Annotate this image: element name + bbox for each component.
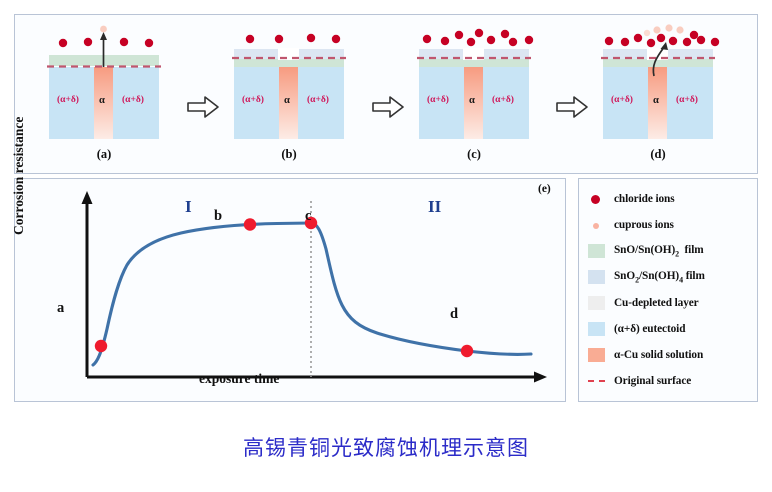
legend-item-sno-film: SnO/Sn(OH)2 film xyxy=(579,238,757,264)
stage-b: (α+δ) α (α+δ) (b) xyxy=(216,21,362,169)
stage-a-diagram: (α+δ) α (α+δ) xyxy=(31,21,177,147)
legend-item-cu-depleted-layer: Cu-depleted layer xyxy=(579,290,757,316)
stage-a-left-phase: (α+δ) xyxy=(57,95,79,105)
cuprous-ion-icon xyxy=(588,218,605,232)
stage-c-right-phase: (α+δ) xyxy=(492,95,514,105)
chart-svg xyxy=(81,191,547,383)
legend-item-chloride-ions: chloride ions xyxy=(579,186,757,212)
stage-c: (α+δ) α (α+δ) (c) xyxy=(401,21,547,169)
legend-label-original-surface: Original surface xyxy=(614,375,692,387)
stages-panel: (α+δ) α (α+δ) (a) xyxy=(14,14,758,174)
legend-label-cu-depleted-layer: Cu-depleted layer xyxy=(614,297,699,309)
point-label-a: a xyxy=(57,300,65,316)
point-label-c: c xyxy=(305,208,312,224)
legend-item-alpha-cu-solid-solution: α-Cu solid solution xyxy=(579,342,757,368)
sno-film-swatch-icon xyxy=(588,244,605,258)
stage-b-diagram: (α+δ) α (α+δ) xyxy=(216,21,362,147)
eutectoid-swatch-icon xyxy=(588,322,605,336)
legend-label-sno2-film: SnO2/Sn(OH)4 film xyxy=(614,269,705,285)
stage-b-right-phase: (α+δ) xyxy=(307,95,329,105)
right-arrow-icon-1 xyxy=(186,93,220,121)
legend-label-alpha-cu-solid-solution: α-Cu solid solution xyxy=(614,349,704,361)
chart-x-axis-label: exposure time xyxy=(199,371,280,386)
legend-label-eutectoid: (α+δ) eutectoid xyxy=(614,323,686,335)
stage-b-label: (b) xyxy=(281,147,297,161)
stage-a-alpha-phase: α xyxy=(99,95,105,106)
stage-d-left-phase: (α+δ) xyxy=(611,95,633,105)
legend-label-sno-film: SnO/Sn(OH)2 film xyxy=(614,243,704,259)
legend-label-chloride-ions: chloride ions xyxy=(614,193,675,205)
stage-c-diagram: (α+δ) α (α+δ) xyxy=(401,21,547,147)
figure-caption: 高锡青铜光致腐蚀机理示意图 xyxy=(243,436,529,460)
stage-d-alpha-phase: α xyxy=(653,95,659,106)
legend-panel: chloride ions cuprous ions SnO/Sn(OH)2 f… xyxy=(578,178,758,402)
corrosion-resistance-chart: Corrosion resistance exposure time I II xyxy=(11,117,566,402)
marker-b xyxy=(243,218,257,231)
stage-a: (α+δ) α (α+δ) (a) xyxy=(31,21,177,169)
legend-item-sno2-film: SnO2/Sn(OH)4 film xyxy=(579,264,757,290)
stage-b-alpha-phase: α xyxy=(284,95,290,106)
marker-d xyxy=(460,344,474,358)
stage-d-diagram: (α+δ) α (α+δ) xyxy=(585,21,731,147)
chart-y-axis-label: Corrosion resistance xyxy=(11,116,26,235)
right-arrow-icon-2 xyxy=(371,93,405,121)
original-surface-dashed-icon xyxy=(588,374,605,388)
stage-b-left-phase: (α+δ) xyxy=(242,95,264,105)
stage-c-left-phase: (α+δ) xyxy=(427,95,449,105)
sno2-film-swatch-icon xyxy=(588,270,605,284)
legend-item-eutectoid: (α+δ) eutectoid xyxy=(579,316,757,342)
stage-c-label: (c) xyxy=(467,147,481,161)
chloride-ion-icon xyxy=(588,192,605,206)
cu-depleted-layer-swatch-icon xyxy=(588,296,605,310)
marker-a xyxy=(94,339,108,353)
stage-d: (α+δ) α (α+δ) (d) xyxy=(585,21,731,169)
marker-c xyxy=(304,216,318,230)
legend-item-cuprous-ions: cuprous ions xyxy=(579,212,757,238)
point-label-d: d xyxy=(450,306,459,322)
stage-d-right-phase: (α+δ) xyxy=(676,95,698,105)
stage-a-label: (a) xyxy=(96,147,112,161)
legend-label-cuprous-ions: cuprous ions xyxy=(614,219,674,231)
panel-label-e: (e) xyxy=(538,183,551,195)
stage-c-alpha-phase: α xyxy=(469,95,475,106)
stage-d-label: (d) xyxy=(650,147,666,161)
legend-item-original-surface: Original surface xyxy=(579,368,757,394)
alpha-cu-swatch-icon xyxy=(588,348,605,362)
zone-label-II: II xyxy=(428,197,442,216)
zone-label-I: I xyxy=(185,197,192,216)
right-arrow-icon-3 xyxy=(555,93,589,121)
stage-a-right-phase: (α+δ) xyxy=(122,95,144,105)
point-label-b: b xyxy=(214,208,223,224)
